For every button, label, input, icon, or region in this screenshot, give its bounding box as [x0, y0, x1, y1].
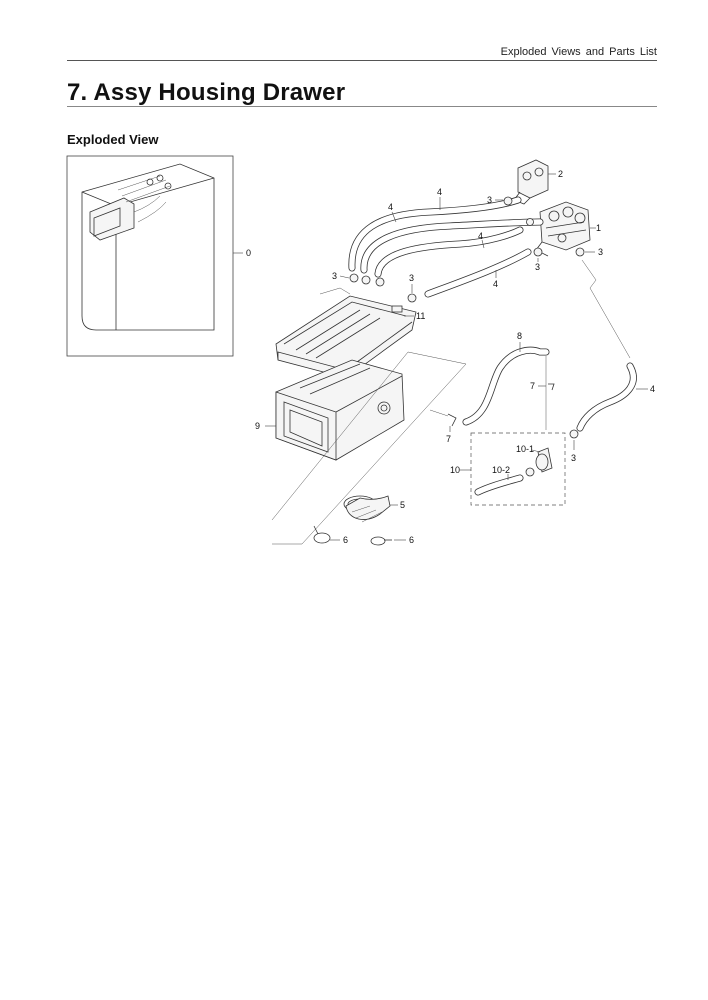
callout-2: 2 — [558, 169, 563, 179]
water-valve-assembly — [535, 201, 591, 257]
callout-5: 5 — [400, 500, 405, 510]
drawer-drain-hose — [462, 346, 550, 426]
washer-overview-inset — [66, 155, 234, 357]
callout-6a: 6 — [343, 535, 348, 545]
callout-3f: 3 — [571, 453, 576, 463]
callout-3e: 3 — [409, 273, 414, 283]
callout-3c: 3 — [598, 247, 603, 257]
title-rule — [67, 106, 657, 107]
callout-10-1: 10-1 — [516, 444, 534, 454]
callout-4d: 4 — [493, 279, 498, 289]
callout-6b: 6 — [409, 535, 414, 545]
callout-4b: 4 — [388, 202, 393, 212]
inlet-hoses-upper — [348, 196, 544, 298]
callout-9: 9 — [255, 421, 260, 431]
exploded-view-heading: Exploded View — [67, 132, 159, 147]
callout-4a: 4 — [437, 187, 442, 197]
callout-7b: 7 — [530, 381, 535, 391]
callout-3d: 3 — [332, 271, 337, 281]
callout-4e: 4 — [650, 384, 655, 394]
callout-1: 1 — [596, 223, 601, 233]
callout-7a: 7 — [446, 434, 451, 444]
callout-0: 0 — [246, 248, 251, 258]
drain-bellows — [343, 495, 391, 523]
bellows-clamps — [313, 525, 392, 546]
drain-fitting-subassembly — [470, 432, 566, 506]
water-valve-cold — [513, 159, 549, 205]
callout-10-2: 10-2 — [492, 465, 510, 475]
inlet-hose-right — [576, 362, 637, 432]
page-title: 7. Assy Housing Drawer — [67, 79, 346, 106]
callout-3a: 3 — [487, 195, 492, 205]
section-header: Exploded Views and Parts List — [500, 46, 657, 58]
callout-8: 8 — [517, 331, 522, 341]
header-rule — [67, 60, 657, 61]
callout-3b: 3 — [535, 262, 540, 272]
callout-10: 10 — [450, 465, 460, 475]
hose-clamps — [349, 196, 585, 439]
drawer-housing-body — [275, 359, 405, 461]
callout-11: 11 — [416, 311, 425, 321]
callout-4c: 4 — [478, 231, 483, 241]
